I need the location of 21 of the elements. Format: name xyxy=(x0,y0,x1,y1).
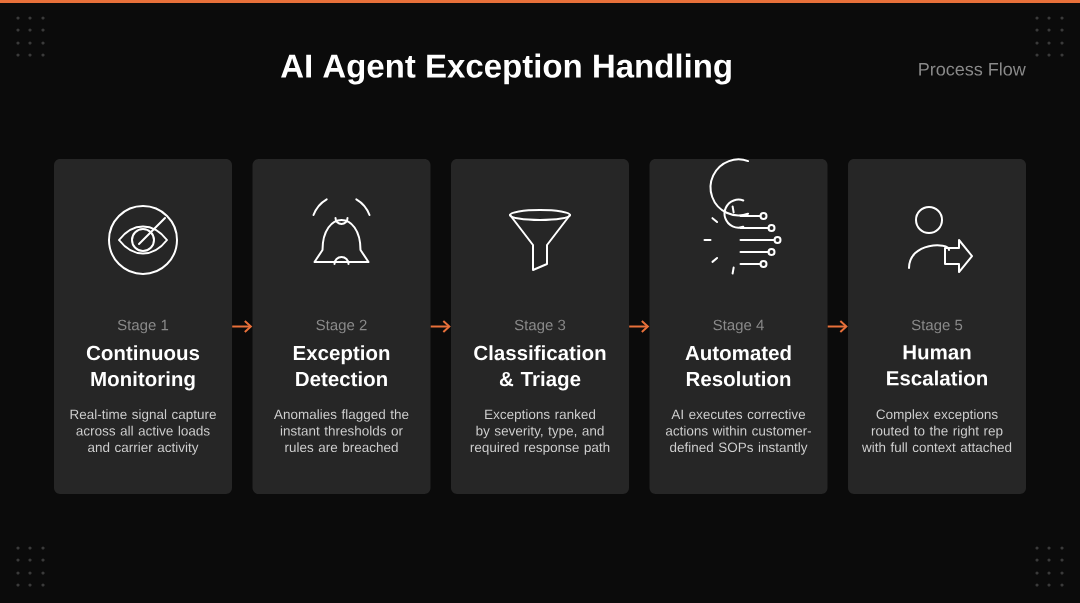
arrow xyxy=(231,320,253,333)
stage-label: Stage 1 xyxy=(117,319,169,334)
stage-label: Stage 4 xyxy=(713,319,764,334)
stage-label: Stage 2 xyxy=(316,319,367,334)
stage-description: Real-time signal capture across all active loads and carrier activity xyxy=(70,409,216,455)
stage-description: Exceptions ranked by severity, type, and required response path xyxy=(470,409,610,455)
stage-heading: Human Escalation xyxy=(887,345,987,386)
arrow xyxy=(429,320,451,333)
arrow xyxy=(826,320,848,333)
stage-label: Stage 5 xyxy=(911,319,963,334)
stage-heading: Exception Detection xyxy=(293,345,390,387)
arrow xyxy=(628,320,650,333)
stage-description: Complex exceptions routed to the right rep with full context attached xyxy=(861,409,1012,453)
stage-heading: Continuous Monitoring xyxy=(86,345,200,391)
stage-heading: Classification & Triage xyxy=(474,345,606,391)
stage-label: Stage 3 xyxy=(514,319,566,334)
subtitle: Process Flow xyxy=(919,62,1026,76)
stage-description: Anomalies flagged the instant thresholds or rules are breached xyxy=(274,409,409,453)
stage-description: AI executes corrective actions within customer-defined SOPs instantly xyxy=(665,409,811,455)
stage-heading: Automated Resolution xyxy=(685,345,791,387)
title: AI Agent Exception Handling xyxy=(281,53,731,85)
